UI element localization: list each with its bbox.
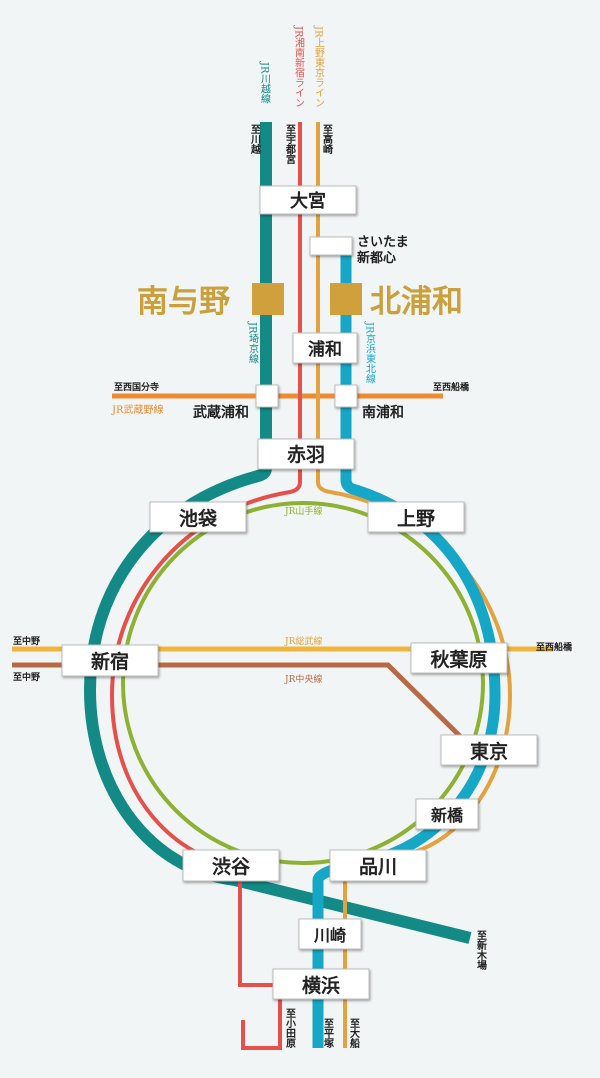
line-label-sobu: JR総武線: [284, 635, 322, 647]
station-yokohama-label: 横浜: [302, 974, 340, 997]
dest-ofuna: 至大船: [348, 1018, 360, 1049]
line-label-chuo: JR中央線: [284, 673, 322, 685]
dest-nishikokubunji: 至西国分寺: [114, 381, 159, 393]
line-label-ueno-tokyo: JR上野東京ライン: [313, 25, 325, 108]
station-akihabara-label: 秋葉原: [430, 648, 487, 671]
line-label-yamanote: JR山手線: [284, 505, 322, 517]
saitama-shintoshin-label-2: 新都心: [357, 250, 396, 266]
station-tokyo[interactable]: 東京: [440, 734, 538, 766]
yamanote-line: [121, 501, 485, 865]
station-shinagawa[interactable]: 品川: [329, 849, 427, 882]
station-akabane-label: 赤羽: [287, 444, 325, 466]
station-shimbashi[interactable]: 新橋: [415, 798, 479, 830]
station-shibuya-label: 渋谷: [212, 855, 251, 878]
saitama-shintoshin-box[interactable]: [309, 236, 353, 256]
station-akabane[interactable]: 赤羽: [257, 438, 355, 470]
dest-kawagoe: 至川越: [249, 124, 262, 155]
station-akihabara[interactable]: 秋葉原: [410, 642, 508, 674]
minami-urawa-label: 南浦和: [362, 404, 404, 421]
station-shibuya[interactable]: 渋谷: [182, 849, 280, 882]
kitaurawa-marker[interactable]: [330, 283, 362, 315]
station-urawa-label: 浦和: [308, 339, 342, 360]
kitaurawa-label[interactable]: 北浦和: [370, 284, 463, 320]
musashi-urawa-box[interactable]: [255, 384, 279, 408]
minamiyono-label[interactable]: 南与野: [137, 284, 230, 320]
dest-shinkiba: 至新木場: [475, 930, 488, 971]
dest-odawara: 至小田原: [284, 1008, 297, 1049]
line-label-musashino: JR武蔵野線: [111, 403, 164, 416]
station-shimbashi-label: 新橋: [431, 806, 464, 825]
line-label-kawagoe: JR川越線: [259, 61, 271, 104]
dest-takasaki: 至高崎: [321, 124, 333, 155]
dest-nakano-chuo: 至中野: [13, 671, 40, 683]
station-ikebukuro-label: 池袋: [179, 507, 218, 530]
shonan-shinjuku-line: [109, 122, 302, 1050]
station-omiya-label: 大宮: [290, 190, 326, 212]
station-ueno[interactable]: 上野: [367, 501, 465, 533]
chuo-line: [12, 662, 476, 752]
station-omiya[interactable]: 大宮: [259, 185, 357, 215]
station-shinjuku[interactable]: 新宿: [61, 644, 159, 677]
saikyo-line: [83, 122, 472, 944]
line-label-saikyo: JR埼京線: [247, 321, 259, 364]
dest-nishifunabashi-musashino: 至西船橋: [433, 381, 470, 393]
station-ueno-label: 上野: [397, 508, 435, 530]
line-label-shonan-shinjuku: JR湘南新宿ライン: [293, 25, 305, 108]
station-kawasaki-label: 川崎: [313, 926, 346, 945]
station-tokyo-label: 東京: [470, 740, 508, 763]
dest-hiratsuka: 至平塚: [322, 1018, 334, 1049]
station-yokohama[interactable]: 横浜: [272, 968, 370, 1000]
dest-nishifunabashi-sobu: 至西船橋: [536, 641, 573, 653]
saitama-shintoshin-label-1: さいたま: [357, 235, 409, 250]
minamiyono-marker[interactable]: [252, 283, 284, 315]
station-kawasaki[interactable]: 川崎: [298, 918, 362, 950]
station-urawa[interactable]: 浦和: [292, 332, 358, 364]
musashi-urawa-label: 武蔵浦和: [193, 404, 249, 421]
station-ikebukuro[interactable]: 池袋: [149, 501, 247, 533]
line-label-keihin-tohoku: JR京浜東北線: [364, 321, 376, 384]
station-shinagawa-label: 品川: [359, 856, 397, 878]
station-shinjuku-label: 新宿: [91, 650, 129, 673]
dest-nakano-sobu: 至中野: [13, 635, 40, 647]
minami-urawa-box[interactable]: [334, 384, 358, 408]
dest-utsunomiya: 至宇都宮: [284, 124, 297, 165]
